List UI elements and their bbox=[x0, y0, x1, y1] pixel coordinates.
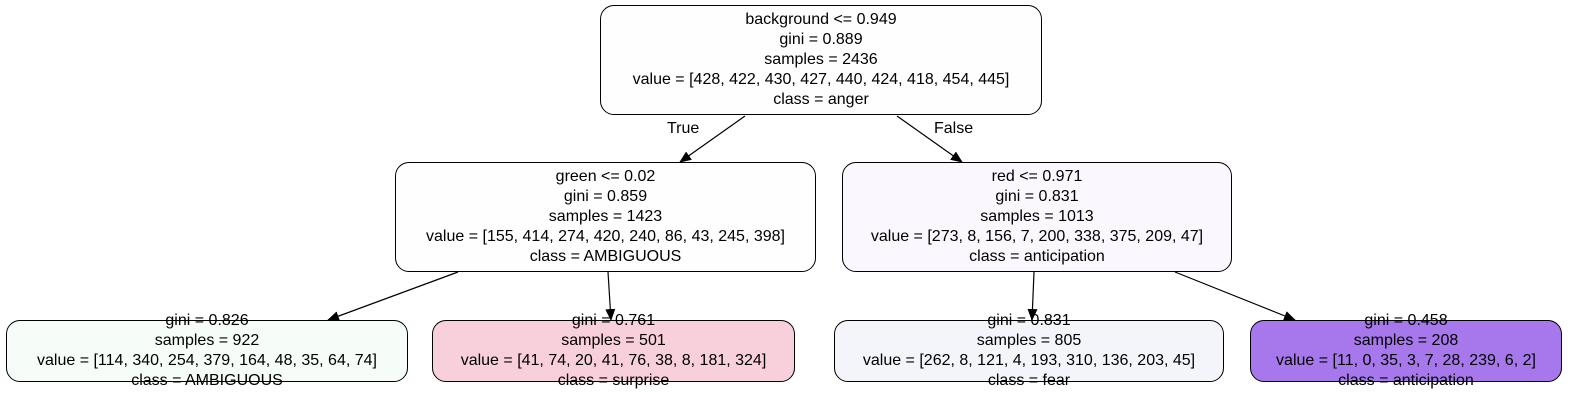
node-line: samples = 1013 bbox=[980, 208, 1094, 225]
node-line: samples = 1423 bbox=[548, 208, 663, 225]
edge-left-lr bbox=[605, 271, 616, 321]
tree-node-ll: gini = 0.826 samples = 922 value = [114, 3… bbox=[6, 312, 408, 389]
node-line: gini = 0.831 bbox=[987, 312, 1071, 329]
node-line: class = anticipation bbox=[1338, 372, 1474, 389]
tree-node-left: green <= 0.02 gini = 0.859 samples = 1423 v… bbox=[395, 162, 816, 272]
edge-right-rl bbox=[1027, 271, 1038, 321]
node-line: gini = 0.831 bbox=[995, 188, 1079, 205]
node-line: samples = 805 bbox=[976, 332, 1082, 349]
node-line: gini = 0.826 bbox=[165, 312, 249, 329]
edge-label-false: False bbox=[934, 120, 974, 137]
node-line: samples = 501 bbox=[561, 332, 666, 349]
node-line: green <= 0.02 bbox=[555, 168, 656, 185]
edge-right-rr bbox=[1174, 271, 1296, 321]
tree-node-right: red <= 0.971 gini = 0.831 samples = 1013 va… bbox=[842, 162, 1232, 272]
node-line: samples = 2436 bbox=[764, 51, 878, 68]
edge-label-true: True bbox=[667, 120, 700, 137]
node-line: red <= 0.971 bbox=[991, 168, 1083, 185]
node-line: class = AMBIGUOUS bbox=[131, 372, 283, 389]
edge-root-left bbox=[679, 115, 746, 163]
tree-node-root: background <= 0.949 gini = 0.889 samples =… bbox=[600, 5, 1042, 115]
tree-edges bbox=[327, 115, 1296, 321]
node-line: gini = 0.761 bbox=[571, 312, 656, 329]
node-line: background <= 0.949 bbox=[745, 11, 897, 28]
node-line: value = [114, 340, 254, 379, 164, 48, 35… bbox=[37, 352, 377, 369]
node-line: value = [11, 0, 35, 3, 7, 28, 239, 6, 2] bbox=[1276, 352, 1536, 369]
node-line: gini = 0.859 bbox=[563, 188, 648, 205]
node-line: samples = 208 bbox=[1353, 332, 1459, 349]
tree-node-lr: gini = 0.761 samples = 501 value = [41, 74… bbox=[432, 312, 795, 389]
node-line: gini = 0.889 bbox=[779, 31, 863, 48]
node-line: value = [41, 74, 20, 41, 76, 38, 8, 181,… bbox=[460, 352, 767, 369]
edge-left-ll bbox=[327, 271, 459, 321]
node-line: value = [262, 8, 121, 4, 193, 310, 136, … bbox=[862, 352, 1196, 369]
node-line: class = fear bbox=[987, 372, 1071, 389]
node-line: class = surprise bbox=[557, 372, 670, 389]
node-line: value = [155, 414, 274, 420, 240, 86, 43… bbox=[426, 228, 785, 245]
node-line: value = [428, 422, 430, 427, 440, 424, 4… bbox=[632, 71, 1010, 88]
node-line: gini = 0.458 bbox=[1364, 312, 1448, 329]
edge-root-right bbox=[896, 115, 963, 163]
tree-node-rl: gini = 0.831 samples = 805 value = [262, 8… bbox=[834, 312, 1224, 389]
node-line: samples = 922 bbox=[154, 332, 260, 349]
node-line: class = anticipation bbox=[969, 248, 1105, 265]
node-line: class = anger bbox=[773, 91, 869, 108]
node-line: value = [273, 8, 156, 7, 200, 338, 375, … bbox=[870, 228, 1204, 245]
node-line: class = AMBIGUOUS bbox=[529, 248, 682, 265]
tree-node-rr: gini = 0.458 samples = 208 value = [11, 0,… bbox=[1250, 312, 1562, 389]
